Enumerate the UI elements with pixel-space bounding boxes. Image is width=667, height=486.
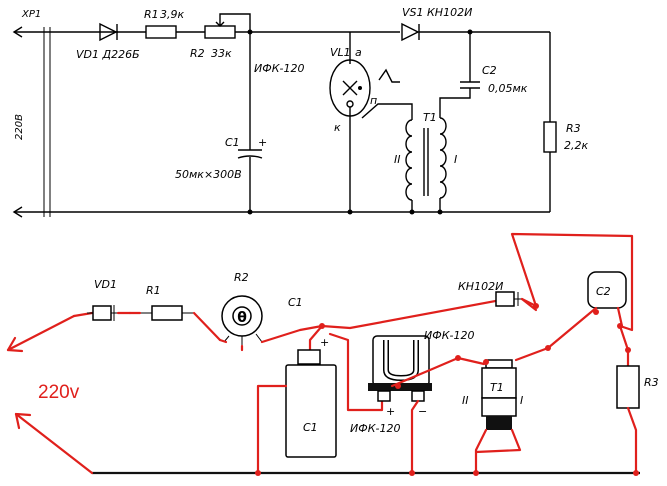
- vs1-label: VS1 КН102И: [402, 6, 472, 19]
- lamp-type-top-label: ИФК-120: [424, 329, 474, 342]
- transformer-t1-symbol: [405, 117, 447, 212]
- dinistor-vs1-symbol: [401, 22, 420, 42]
- c1-body-label: C1: [303, 421, 318, 434]
- r2-part-label: R2: [234, 271, 249, 284]
- vd1-label: VD1 Д226Б: [76, 48, 140, 61]
- r2-value: 33к: [211, 47, 232, 60]
- resistor-r1-part: [151, 305, 183, 321]
- potentiometer-r2-symbol: [204, 25, 236, 39]
- vl1-label: VL1: [330, 46, 351, 59]
- r3-value: 2,2к: [564, 139, 588, 152]
- resistor-r3-part: [616, 365, 640, 409]
- winding-i-label: I: [454, 153, 457, 166]
- capacitor-c1-part: [285, 364, 337, 458]
- r3-label: R3: [566, 122, 581, 135]
- lamp-type-bottom-label: ИФК-120: [350, 422, 400, 435]
- mains-arrows-red: [6, 314, 94, 475]
- r2-label: R2: [190, 47, 205, 60]
- t1-part-label: T1: [490, 381, 504, 394]
- lamp-minus-sign: −: [418, 405, 427, 418]
- dinistor-kn102i-part: [495, 291, 515, 307]
- lamp-cathode-label: к: [334, 121, 341, 134]
- vd1-part-label: VD1: [94, 278, 117, 291]
- c2-part-label: C2: [596, 285, 611, 298]
- xp1-label: XP1: [21, 9, 41, 20]
- mains-220v-label: 220v: [38, 382, 80, 403]
- flash-lamp-ifk120-part: [368, 335, 432, 402]
- resistor-r3-symbol: [543, 121, 557, 153]
- r1-value: 3,9к: [160, 8, 184, 21]
- wiring-drawing: 220v VD1 R1 θ R2 C1 + C1: [6, 232, 659, 476]
- c2-value: 0,05мк: [488, 82, 528, 95]
- resistor-r1-symbol: [145, 25, 177, 39]
- svg-text:θ: θ: [237, 310, 247, 326]
- winding-ii-part-label: II: [462, 394, 469, 407]
- r1-label: R1: [144, 8, 159, 21]
- transformer-t1-part: [481, 359, 517, 430]
- c1-value: 50мк×300В: [175, 168, 242, 181]
- winding-i-part-label: I: [520, 394, 523, 407]
- r3-part-label: R3: [644, 376, 659, 389]
- diode-vd1-part: [92, 305, 112, 321]
- lamp-anode-label: a: [355, 46, 362, 59]
- lamp-ignition-label: п: [370, 94, 377, 107]
- c1-plus-sign: +: [320, 336, 329, 349]
- schematic-diagram: XP1 220В VD1 Д226Б R1 3,9к R2 33к + C1 5…: [12, 6, 588, 218]
- mains-voltage-label: 220В: [14, 114, 25, 140]
- kn102i-label: КН102И: [458, 280, 503, 293]
- c1-label: C1: [225, 136, 240, 149]
- t1-label: T1: [423, 111, 437, 124]
- c2-label: C2: [482, 64, 497, 77]
- capacitor-c2-part: [587, 271, 627, 309]
- lamp-plus-sign: +: [386, 405, 395, 418]
- c1-top-label: C1: [288, 296, 303, 309]
- r1-part-label: R1: [146, 284, 161, 297]
- lamp-type-label: ИФК-120: [254, 62, 304, 75]
- c1-plus: +: [258, 136, 267, 149]
- winding-ii-label: II: [394, 153, 401, 166]
